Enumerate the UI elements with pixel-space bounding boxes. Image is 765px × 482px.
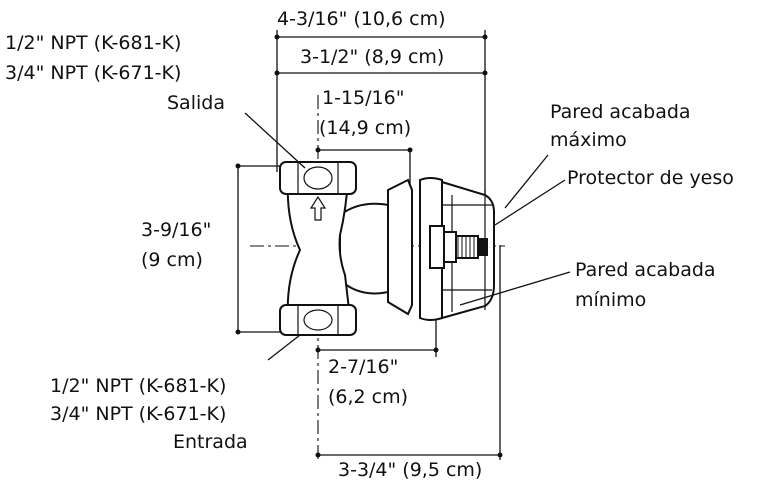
dim-label-bottom: 3-3/4" (9,5 cm) xyxy=(338,459,482,481)
top-npt-label-1: 1/2" NPT (K-681-K) xyxy=(5,32,181,54)
lower-hex-nut xyxy=(279,304,357,336)
leader-lines xyxy=(244,112,571,361)
upper-hex-nut xyxy=(279,161,357,195)
plaster-guard-label: Protector de yeso xyxy=(567,167,734,189)
outlet-label: Salida xyxy=(167,92,225,114)
wall-max-label-2: máximo xyxy=(550,129,627,151)
wall-min-label-1: Pared acabada xyxy=(575,259,716,281)
dim-label-overall-top: 4-3/16" (10,6 cm) xyxy=(277,8,446,30)
top-npt-label-2: 3/4" NPT (K-671-K) xyxy=(5,62,181,84)
labels: 4-3/16" (10,6 cm) 3-1/2" (8,9 cm) 1-15/1… xyxy=(5,8,734,481)
dimension-lines xyxy=(235,30,503,460)
dim-label-inlet-2: (6,2 cm) xyxy=(328,386,408,408)
wall-min-label-2: mínimo xyxy=(575,289,646,311)
dim-label-height-2: (9 cm) xyxy=(141,249,203,271)
valve-body xyxy=(279,161,495,336)
flow-arrow-icon xyxy=(309,195,327,221)
dim-label-top-second: 3-1/2" (8,9 cm) xyxy=(300,46,444,68)
dim-label-outlet-1: 1-15/16" xyxy=(322,87,404,109)
stem-thread-hatching xyxy=(457,236,475,258)
dim-label-inlet-1: 2-7/16" xyxy=(328,356,398,378)
dim-label-outlet-2: (14,9 cm) xyxy=(319,117,411,139)
dim-label-height-1: 3-9/16" xyxy=(141,219,211,241)
bottom-npt-label-2: 3/4" NPT (K-671-K) xyxy=(50,403,226,425)
bottom-npt-label-1: 1/2" NPT (K-681-K) xyxy=(50,375,226,397)
wall-max-label-1: Pared acabada xyxy=(550,101,691,123)
inlet-label: Entrada xyxy=(173,431,248,453)
